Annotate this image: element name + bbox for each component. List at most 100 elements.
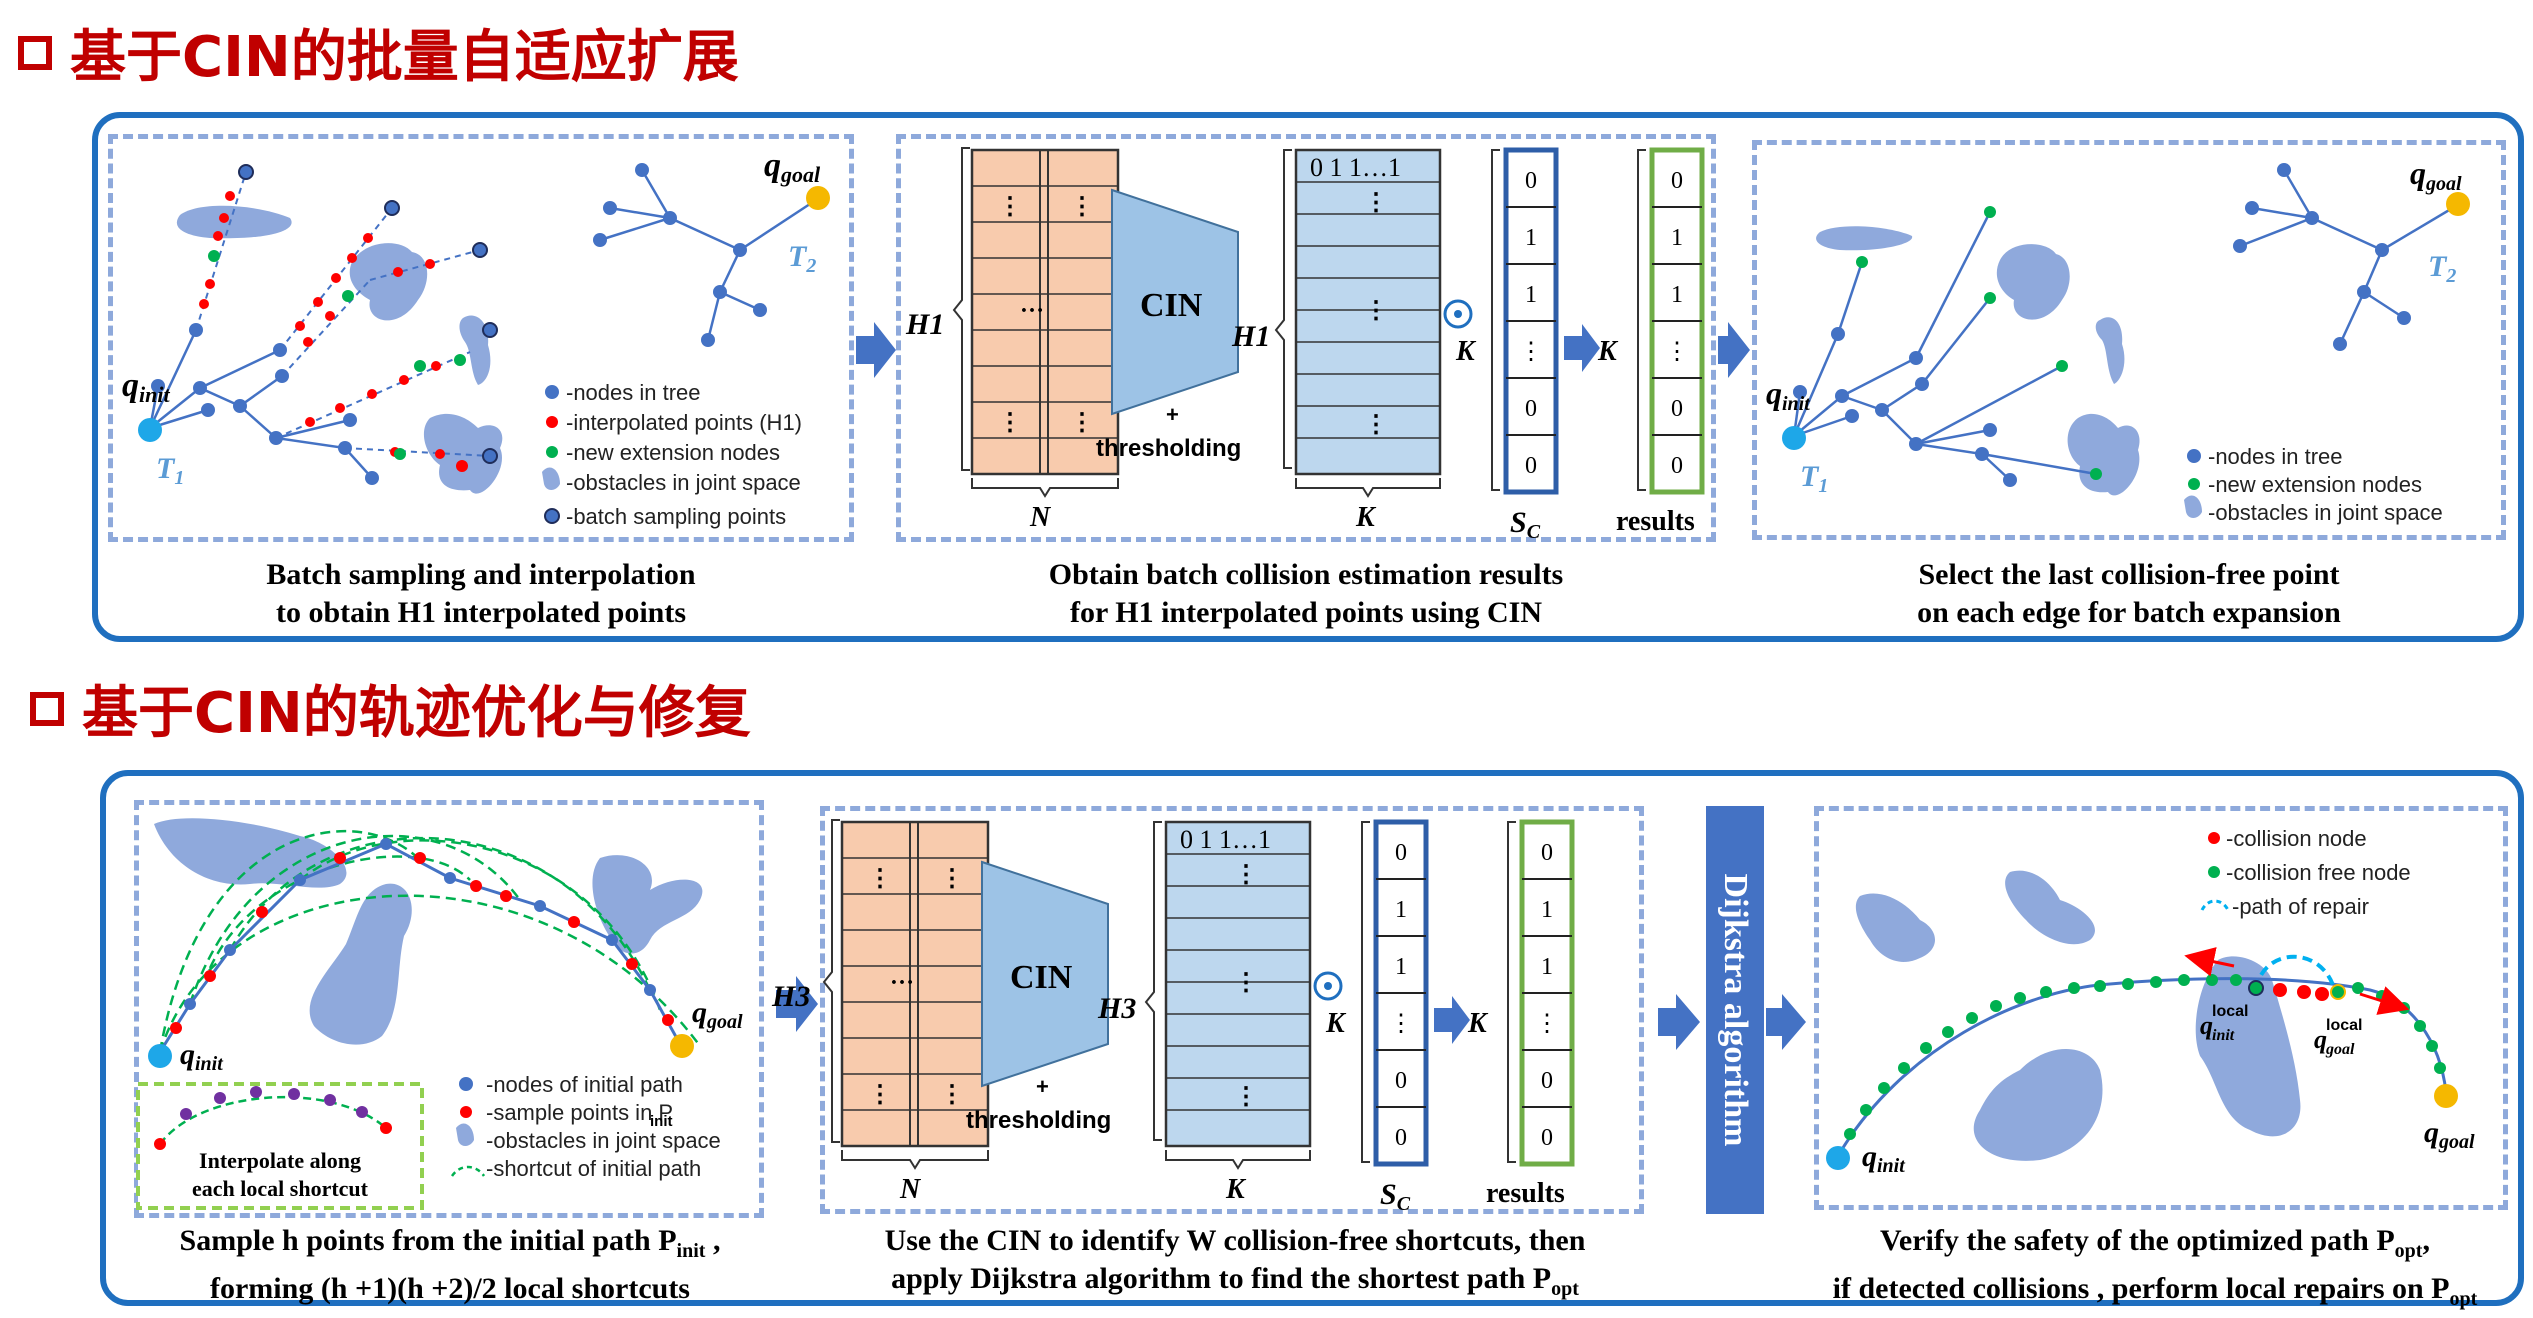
svg-text:-obstacles in joint space: -obstacles in joint space bbox=[566, 470, 801, 495]
svg-text:0: 0 bbox=[1395, 1125, 1407, 1151]
svg-text:1: 1 bbox=[1541, 897, 1553, 923]
panel2-box bbox=[896, 134, 1716, 542]
panel2-caption-line2: for H1 interpolated points using CIN bbox=[1069, 596, 1542, 629]
q-init-node bbox=[138, 418, 162, 442]
svg-text:⋮: ⋮ bbox=[1364, 412, 1388, 438]
svg-text:-batch sampling points: -batch sampling points bbox=[566, 504, 786, 529]
panel4-caption: Sample h points from the initial path Pi… bbox=[110, 1222, 790, 1308]
panel2-caption: Obtain batch collision estimation result… bbox=[896, 556, 1716, 632]
svg-text:0: 0 bbox=[1671, 453, 1683, 479]
obstacle-shape bbox=[349, 243, 428, 321]
panel6-caption-line1: Verify the safety of the optimized path … bbox=[1880, 1224, 2430, 1262]
svg-text:⋮: ⋮ bbox=[1234, 862, 1258, 888]
svg-text:⋮: ⋮ bbox=[1389, 1011, 1413, 1037]
svg-text:⋮: ⋮ bbox=[1234, 1084, 1258, 1110]
panel3-caption-line2: on each edge for batch expansion bbox=[1917, 596, 2341, 629]
square-bullet-icon bbox=[18, 35, 52, 70]
panel3-caption: Select the last collision-free point on … bbox=[1752, 556, 2506, 632]
svg-text:init: init bbox=[2212, 1027, 2235, 1044]
svg-text:K: K bbox=[1467, 1008, 1489, 1039]
svg-text:-obstacles in joint space: -obstacles in joint space bbox=[2208, 500, 2443, 525]
panel4-caption-line1: Sample h points from the initial path Pi… bbox=[179, 1224, 721, 1262]
svg-text:Interpolate along: Interpolate along bbox=[199, 1148, 361, 1173]
svg-text:T1: T1 bbox=[1800, 460, 1828, 497]
svg-text:-new extension nodes: -new extension nodes bbox=[2208, 472, 2422, 497]
svg-text:⋮: ⋮ bbox=[940, 1082, 964, 1108]
panel1-caption-line2: to obtain H1 interpolated points bbox=[275, 596, 687, 629]
cin-label: CIN bbox=[1140, 287, 1203, 324]
panel4-legend: -nodes of initial path -sample points in… bbox=[450, 1072, 721, 1181]
panel1-caption: Batch sampling and interpolation to obta… bbox=[108, 556, 854, 632]
section2-title-text: 基于CIN的轨迹优化与修复 bbox=[82, 681, 751, 746]
svg-text:H1: H1 bbox=[1231, 320, 1270, 353]
panel5-caption-line2: apply Dijkstra algorithm to find the sho… bbox=[891, 1262, 1579, 1300]
panel3-legend: -nodes in tree -new extension nodes -obs… bbox=[2184, 444, 2443, 525]
panel4-caption-line2: forming (h +1)(h +2)/2 local shortcuts bbox=[210, 1272, 690, 1305]
svg-text:⋮: ⋮ bbox=[1364, 190, 1388, 216]
svg-text:N: N bbox=[1029, 502, 1052, 533]
svg-text:qinit: qinit bbox=[180, 1038, 224, 1075]
panel4-box bbox=[134, 800, 764, 1218]
svg-text:qinit: qinit bbox=[1766, 375, 1811, 415]
svg-text:⋮: ⋮ bbox=[998, 194, 1022, 220]
svg-text:0: 0 bbox=[1395, 1068, 1407, 1094]
svg-text:qinit: qinit bbox=[1862, 1140, 1906, 1177]
svg-text:1: 1 bbox=[1395, 954, 1407, 980]
svg-text:0: 0 bbox=[1525, 453, 1537, 479]
svg-text:…: … bbox=[1020, 292, 1044, 318]
svg-text:-new extension nodes: -new extension nodes bbox=[566, 440, 780, 465]
svg-text:-collision node: -collision node bbox=[2226, 826, 2367, 851]
svg-text:-obstacles in joint space: -obstacles in joint space bbox=[486, 1128, 721, 1153]
panel5-caption: Use the CIN to identify W collision-free… bbox=[800, 1222, 1670, 1308]
panel5-graphic: H3 ⋮⋮ ⋮⋮ … N CIN + thresholding H3 0 1 1… bbox=[771, 819, 1575, 1215]
svg-text:0: 0 bbox=[1541, 840, 1553, 866]
q-goal-label: qgoal bbox=[764, 147, 821, 187]
panel1-box bbox=[108, 134, 854, 542]
svg-text:K: K bbox=[1597, 336, 1619, 367]
svg-text:results: results bbox=[1486, 1178, 1565, 1209]
svg-text:init: init bbox=[650, 1113, 673, 1130]
svg-text:results: results bbox=[1616, 506, 1695, 537]
panel6-graphic: qinit qgoal q local init q local goal -c… bbox=[1826, 826, 2475, 1177]
svg-text:1: 1 bbox=[1395, 897, 1407, 923]
panel3-caption-line1: Select the last collision-free point bbox=[1918, 558, 2340, 591]
q-goal-node bbox=[806, 186, 830, 210]
q-init-label: qinit bbox=[122, 367, 170, 407]
panel3-graphic: qinit qgoal T1 T2 -nodes in tree -new ex… bbox=[1766, 155, 2470, 525]
svg-text:local: local bbox=[2326, 1017, 2362, 1034]
panel2-graphic: H1 ⋮⋮ ⋮⋮ … N CIN + thresholding H1 bbox=[905, 147, 1705, 543]
svg-text:1: 1 bbox=[1541, 954, 1553, 980]
svg-text:⋮: ⋮ bbox=[1070, 194, 1094, 220]
svg-text:⋮: ⋮ bbox=[1519, 339, 1543, 365]
svg-text:thresholding: thresholding bbox=[966, 1107, 1111, 1134]
svg-text:q: q bbox=[2200, 1011, 2213, 1040]
svg-text:⋮: ⋮ bbox=[1070, 410, 1094, 436]
svg-text:-collision free node: -collision free node bbox=[2226, 860, 2411, 885]
svg-text:SC: SC bbox=[1380, 1178, 1411, 1215]
svg-text:1: 1 bbox=[1671, 282, 1683, 308]
svg-text:thresholding: thresholding bbox=[1096, 435, 1241, 462]
svg-text:K: K bbox=[1325, 1008, 1347, 1039]
section2-frame bbox=[100, 770, 2524, 1306]
square-bullet-icon bbox=[30, 691, 64, 726]
panel5-box bbox=[820, 806, 1644, 1214]
svg-text:qgoal: qgoal bbox=[692, 996, 743, 1033]
svg-text:q: q bbox=[2314, 1025, 2327, 1054]
svg-text:-path of repair: -path of repair bbox=[2232, 894, 2369, 919]
svg-text:each local shortcut: each local shortcut bbox=[192, 1176, 369, 1201]
svg-text:0: 0 bbox=[1525, 396, 1537, 422]
section1-title: 基于CIN的批量自适应扩展 bbox=[18, 12, 739, 93]
panel1-graphic: qinit qgoal T1 T2 -nodes in tree -interp… bbox=[122, 147, 830, 529]
svg-text:goal: goal bbox=[2325, 1041, 2355, 1058]
t1-label: T1 bbox=[156, 452, 184, 489]
svg-text:CIN: CIN bbox=[1010, 959, 1073, 996]
svg-text:⋮: ⋮ bbox=[1535, 1011, 1559, 1037]
svg-text:⋮: ⋮ bbox=[1364, 298, 1388, 324]
svg-text:0: 0 bbox=[1671, 168, 1683, 194]
panel1-caption-line1: Batch sampling and interpolation bbox=[266, 558, 696, 591]
svg-text:H3: H3 bbox=[1097, 992, 1136, 1025]
svg-text:-nodes in tree: -nodes in tree bbox=[566, 380, 701, 405]
svg-text:⋮: ⋮ bbox=[998, 410, 1022, 436]
inset-box bbox=[136, 1082, 424, 1210]
